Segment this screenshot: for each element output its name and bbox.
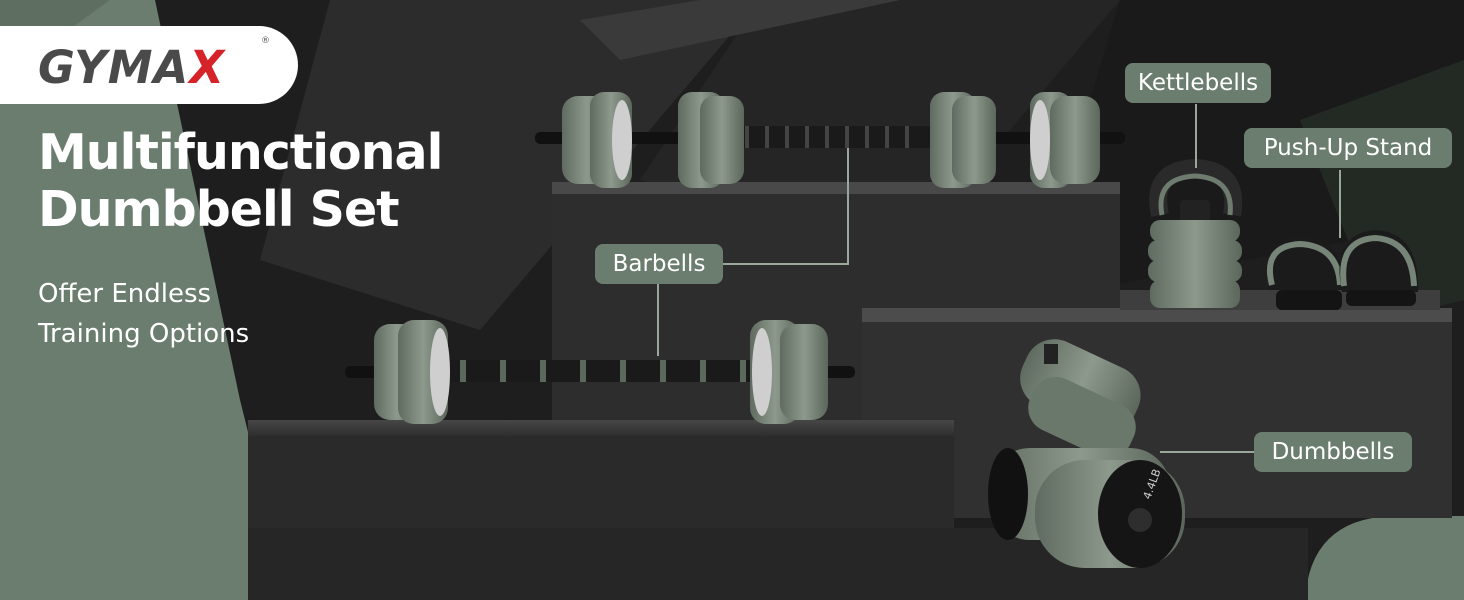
dumbbells-image: 4.4LB <box>988 339 1185 568</box>
logo-accent-x: X <box>189 41 226 94</box>
callout-kettlebells: Kettlebells <box>1125 63 1271 103</box>
subheadline-line-2: Training Options <box>38 319 250 349</box>
push-up-stand-image <box>1266 230 1419 310</box>
logo-main-text: GYMA <box>38 41 190 94</box>
callout-dumbbells: Dumbbells <box>1254 432 1412 472</box>
registered-mark: ® <box>261 36 270 46</box>
logo-badge <box>0 26 298 104</box>
callout-push-up-stand: Push-Up Stand <box>1244 128 1452 168</box>
headline-line-2: Dumbbell Set <box>38 181 400 238</box>
brand-logo: GYMAX <box>38 45 225 90</box>
callout-barbells: Barbells <box>595 244 723 284</box>
headline: Multifunctional Dumbbell Set <box>38 124 443 238</box>
lower-barbell-image <box>345 320 855 424</box>
subheadline-line-1: Offer Endless <box>38 279 212 309</box>
headline-line-1: Multifunctional <box>38 124 443 181</box>
upper-barbell-image <box>535 92 1125 188</box>
subheadline: Offer Endless Training Options <box>38 274 249 354</box>
callout-lines <box>657 104 1341 453</box>
